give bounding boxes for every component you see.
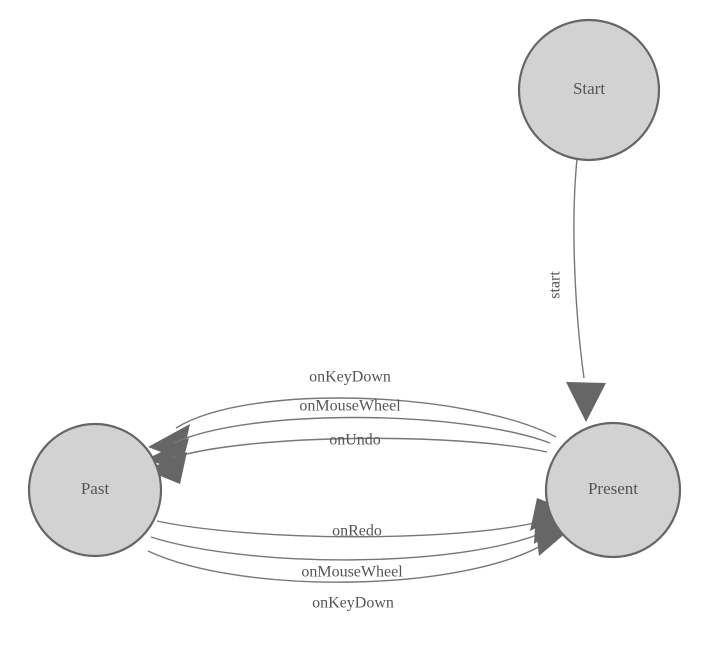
edge-path-present-past-2 bbox=[173, 416, 551, 444]
edge-start-to-present[interactable]: start bbox=[547, 158, 606, 422]
edge-path-past-present-3 bbox=[147, 540, 550, 583]
edge-present-to-past-onundo[interactable]: onUndo bbox=[146, 432, 548, 484]
edge-label-onredo: onRedo bbox=[332, 523, 382, 540]
edge-path-past-present-1 bbox=[156, 520, 544, 538]
edge-label-onkeydown-bottom: onKeyDown bbox=[312, 595, 394, 612]
node-present-label: Present bbox=[588, 479, 638, 498]
arrowhead-start-present bbox=[566, 382, 606, 422]
node-start-circle bbox=[517, 18, 661, 162]
node-start[interactable]: Start bbox=[517, 18, 661, 162]
node-past[interactable]: Past bbox=[27, 422, 163, 558]
edge-label-start: start bbox=[547, 271, 564, 299]
edge-path-start-present bbox=[573, 158, 585, 379]
node-group: Start Past Present bbox=[27, 18, 682, 559]
edge-label-onmousewheel-bottom: onMouseWheel bbox=[301, 564, 403, 581]
edge-path-present-past-3 bbox=[171, 437, 548, 459]
edge-label-onmousewheel-top: onMouseWheel bbox=[299, 398, 401, 415]
edge-past-to-present-onredo[interactable]: onRedo bbox=[156, 498, 570, 540]
node-present[interactable]: Present bbox=[544, 421, 682, 559]
node-start-label: Start bbox=[573, 79, 605, 98]
edge-group: start onKeyDown onMouseWheel onUndo bbox=[146, 158, 606, 612]
node-past-circle bbox=[27, 422, 163, 558]
arrowhead-present-past-3 bbox=[146, 452, 187, 484]
edge-label-onkeydown-top: onKeyDown bbox=[309, 369, 391, 386]
node-present-circle bbox=[544, 421, 682, 559]
edge-past-to-present-onmousewheel[interactable]: onMouseWheel bbox=[150, 511, 571, 581]
edge-label-onundo: onUndo bbox=[329, 432, 381, 449]
edge-path-past-present-2 bbox=[150, 530, 548, 561]
node-past-label: Past bbox=[81, 479, 110, 498]
edge-path-present-past-1 bbox=[175, 397, 557, 438]
